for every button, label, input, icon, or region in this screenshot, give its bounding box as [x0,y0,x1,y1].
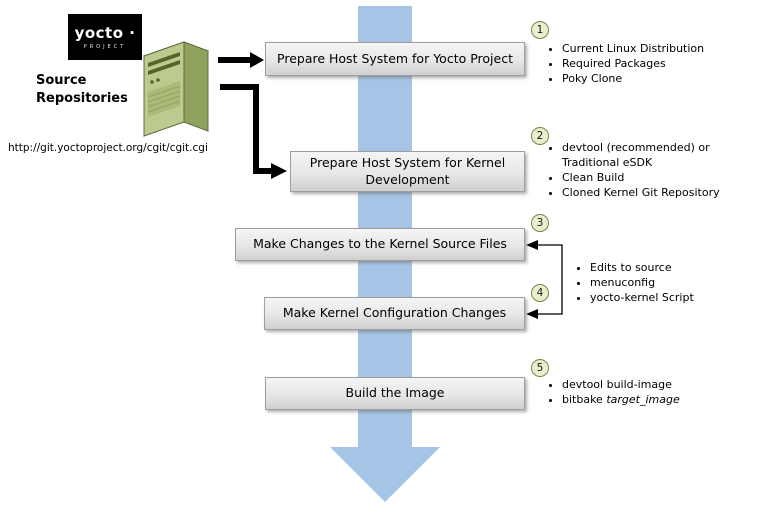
note-item: Edits to source [590,260,769,275]
step-box-make-config-changes: Make Kernel Configuration Changes [264,297,525,330]
steps-3-4-shared-notes: Edits to source menuconfig yocto-kernel … [577,260,769,305]
step-number-badge-3: 3 [531,214,549,232]
note-item: Current Linux Distribution [562,41,769,56]
step-number-badge-5: 5 [531,359,549,377]
note-item: devtool (recommended) or Traditional eSD… [562,140,727,170]
source-repositories-label: Source Repositories [36,73,128,106]
step-box-prepare-host-kernel: Prepare Host System for Kernel Developme… [290,151,525,192]
yocto-logo-subtext: PROJECT [83,44,127,50]
step-number-badge-1: 1 [531,21,549,39]
note-item: yocto-kernel Script [590,290,769,305]
yocto-logo-text: yocto · [74,24,136,42]
note-item: bitbake target_image [562,392,769,407]
yocto-logo: yocto · PROJECT [68,14,142,60]
bracket-notes-steps-3-4 [526,240,563,319]
step-box-make-source-changes: Make Changes to the Kernel Source Files [235,228,525,261]
step-1-notes: Current Linux Distribution Required Pack… [549,41,769,86]
server-tower [142,41,210,137]
note-item: Cloned Kernel Git Repository [562,185,727,200]
note-item: Required Packages [562,56,769,71]
note-item: menuconfig [590,275,769,290]
note-item: Poky Clone [562,71,769,86]
source-repositories-url: http://git.yoctoproject.org/cgit/cgit.cg… [8,142,208,154]
arrow-server-to-step2 [220,84,287,179]
step-number-badge-2: 2 [531,127,549,145]
step-box-build-image: Build the Image [265,377,525,410]
server-icon [142,41,210,137]
note-item: Clean Build [562,170,727,185]
step-2-notes: devtool (recommended) or Traditional eSD… [549,140,727,200]
arrow-server-to-step1 [218,52,264,68]
step-number-badge-4: 4 [531,284,549,302]
note-text: bitbake [562,393,607,406]
step-box-prepare-host-yocto: Prepare Host System for Yocto Project [265,42,525,76]
step-5-notes: devtool build-image bitbake target_image [549,377,769,407]
note-text-italic: target_image [606,393,680,406]
note-item: devtool build-image [562,377,769,392]
